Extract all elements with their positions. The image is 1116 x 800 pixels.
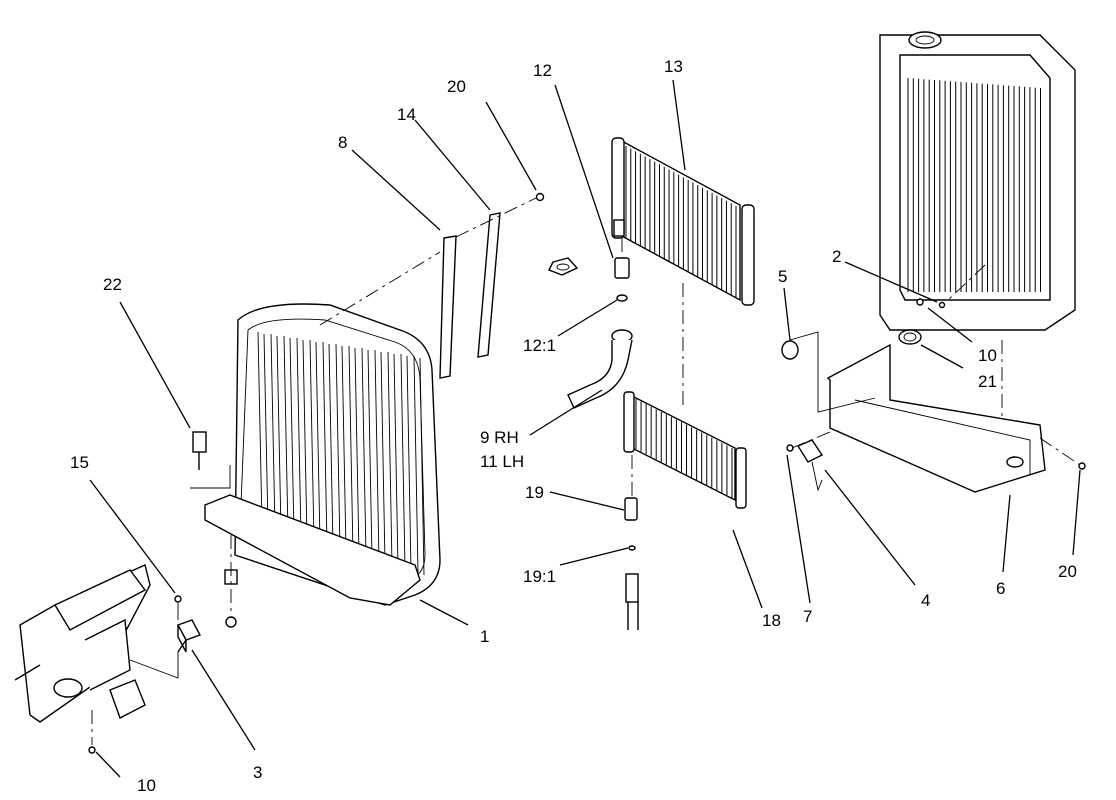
callout-14: 14 (397, 105, 416, 124)
callout-12: 12 (533, 61, 552, 80)
fin-line (283, 335, 289, 534)
callout-15: 15 (70, 453, 89, 472)
fin-line (380, 351, 386, 564)
fin-line (406, 355, 412, 572)
fin-line (302, 339, 308, 540)
callout-19: 19 (525, 483, 544, 502)
mounting-bracket (14, 564, 151, 754)
callout-3: 3 (253, 763, 262, 782)
fin-line (328, 343, 334, 548)
callout-8: 8 (338, 133, 347, 152)
fin-line (393, 353, 399, 568)
callout-20-right: 20 (1058, 562, 1077, 581)
fin-line (348, 345, 354, 554)
fin-line (257, 331, 263, 526)
oil-cooler-18 (623, 391, 747, 509)
callout-labels: 1 2 3 4 5 6 7 8 9 RH 11 LH 10 10 12 12:1… (70, 57, 1077, 795)
callout-12-1: 12:1 (523, 336, 556, 355)
fin-line (354, 347, 360, 556)
callout-1: 1 (480, 627, 489, 646)
fin-line (263, 333, 269, 528)
fin-line (335, 343, 341, 550)
fin-line (296, 337, 302, 538)
callout-22: 22 (103, 275, 122, 294)
fin-line (322, 341, 328, 546)
callout-11-lh: 11 LH (480, 452, 524, 471)
fin-line (367, 349, 373, 560)
callout-5: 5 (778, 267, 787, 286)
callout-9-rh: 9 RH (480, 428, 519, 447)
fin-line (387, 351, 393, 566)
callout-6: 6 (996, 579, 1005, 598)
fin-line (413, 355, 419, 574)
fittings-and-hoses (548, 238, 639, 630)
mounting-tray-6 (781, 298, 1086, 493)
fin-line (276, 335, 282, 532)
fin-line (419, 357, 425, 576)
callout-21: 21 (978, 372, 997, 391)
fin-line (400, 353, 406, 570)
radiator-assembly (879, 31, 1076, 425)
fin-line (374, 349, 380, 562)
grille-shroud (204, 251, 441, 628)
callout-4: 4 (921, 591, 930, 610)
fin-line (361, 347, 367, 558)
callout-13: 13 (664, 57, 683, 76)
callout-7: 7 (803, 607, 812, 626)
fin-line (341, 345, 347, 552)
fin-line (309, 339, 315, 542)
relay-3 (129, 595, 201, 679)
clip-22 (190, 431, 231, 489)
oil-cooler-13 (611, 137, 755, 410)
fin-line (289, 337, 295, 536)
fin-line (315, 341, 321, 544)
seal-strips (439, 192, 545, 379)
callout-10-bottom: 10 (137, 776, 156, 795)
callout-18: 18 (762, 611, 781, 630)
leader-lines (89, 79, 1081, 778)
callout-2: 2 (832, 247, 841, 266)
callout-19-1: 19:1 (523, 567, 556, 586)
callout-10-right: 10 (978, 346, 997, 365)
callout-20-top: 20 (447, 77, 466, 96)
fin-line (270, 333, 276, 530)
